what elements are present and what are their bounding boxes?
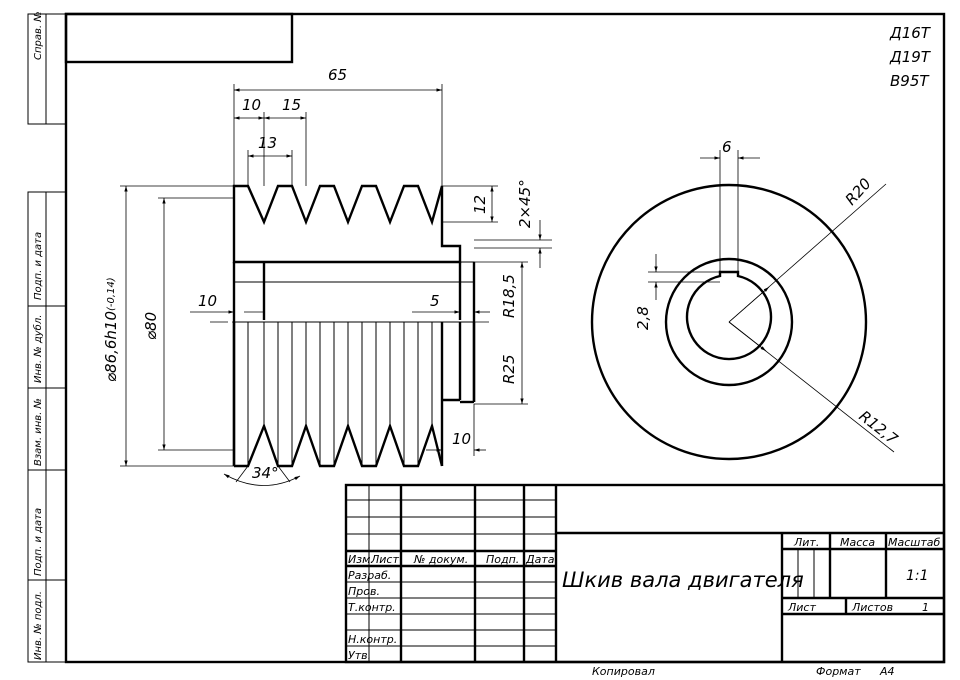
dim-groove-angle: 34° (252, 464, 279, 482)
dim-bore-step: 5 (430, 292, 440, 310)
row-nkontr: Н.контр. (348, 633, 397, 646)
dim-keyway-width: 6 (722, 138, 732, 156)
podp-data-bottom-label: Подп. и дата (33, 508, 44, 576)
footer: Копировал Формат А4 (592, 665, 895, 678)
header-podp: Подп. (486, 553, 519, 566)
outer-circle (590, 183, 868, 461)
title-block: Изм. Лист № докум. Подп. Дата Разраб. Пр… (344, 483, 946, 664)
dim-radius-25: R25 (500, 354, 518, 384)
material-1: Д16Т (889, 24, 932, 42)
row-utv: Утв. (348, 649, 371, 662)
dim-radius-127: R12,7 (856, 407, 902, 448)
dim-radius-185: R18,5 (500, 274, 518, 318)
sprav-no-label: Справ. № (33, 11, 44, 60)
hub-circle (664, 257, 794, 387)
pulley-side-view (210, 184, 490, 468)
side-labels: Справ. № Подп. и дата Инв. № дубл. Взам.… (32, 11, 44, 660)
side-view-dimensions: 65 10 15 13 12 2×45° ⌀86,6h10(-0,14) (102, 66, 552, 486)
header-list: Лист (370, 553, 399, 566)
material-3: В95Т (890, 72, 930, 90)
sheets-value: 1 (922, 601, 929, 614)
header-data: Дата (525, 553, 555, 566)
label-lit: Лит. (793, 536, 819, 549)
dim-diameter-80: ⌀80 (142, 312, 160, 340)
label-masshtab: Масштаб (888, 536, 940, 549)
format-value: А4 (879, 665, 895, 678)
dim-right-step: 10 (452, 430, 471, 448)
row-tkontr: Т.контр. (348, 601, 396, 614)
material-2: Д19Т (889, 48, 932, 66)
row-prov: Пров. (348, 585, 380, 598)
dim-radius-20: R20 (842, 175, 875, 209)
vzam-inv-label: Взам. инв. № (33, 398, 44, 466)
label-kopiroval: Копировал (592, 665, 655, 678)
dim-left-step: 10 (198, 292, 217, 310)
dim-groove-pitch: 15 (282, 96, 301, 114)
dim-outer-diameter: ⌀86,6h10(-0,14) (102, 277, 120, 382)
dim-keyway-depth: 2,8 (634, 306, 652, 330)
header-izm: Изм. (348, 553, 374, 566)
bore-with-keyway (685, 270, 773, 361)
dim-groove-depth: 12 (471, 195, 489, 214)
label-format: Формат (816, 665, 861, 678)
scale-value: 1:1 (906, 568, 929, 584)
materials-list: Д16Т Д19Т В95Т (889, 24, 932, 90)
podp-data-top-label: Подп. и дата (33, 232, 44, 300)
hatched-section (232, 184, 462, 264)
header-doc-no: № докум. (413, 553, 468, 566)
label-massa: Масса (840, 536, 875, 549)
label-sheets: Листов (851, 601, 893, 614)
label-sheet: Лист (787, 601, 816, 614)
inv-dubl-label: Инв. № дубл. (32, 315, 44, 383)
row-razrab: Разраб. (348, 569, 391, 582)
dim-overall-length: 65 (328, 66, 347, 84)
inv-podl-label: Инв. № подл. (33, 591, 44, 660)
part-name: Шкив вала двигателя (562, 568, 804, 592)
dim-chamfer: 2×45° (516, 179, 534, 228)
dim-first-offset: 10 (242, 96, 261, 114)
dim-groove-top: 13 (258, 134, 277, 152)
pulley-front-view: 6 2,8 R20 R12,7 (590, 138, 902, 461)
